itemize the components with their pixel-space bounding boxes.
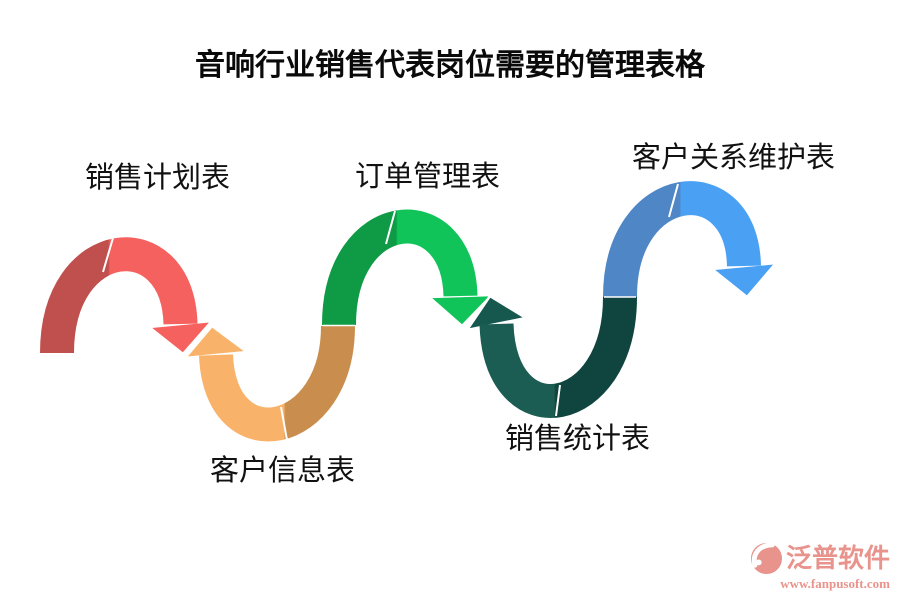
fanpu-logo-icon [750,542,783,575]
arrow-order-management [322,209,496,328]
blue-ribbon [603,181,761,298]
green-ribbon [322,209,478,326]
red-ribbon [40,237,198,354]
label-order-management-table: 订单管理表 [355,159,501,193]
logo-url-text: www.fanpusoft.com [780,576,890,592]
label-customer-info-table: 客户信息表 [210,453,356,487]
arrow-sales-statistics [464,294,637,418]
label-sales-statistics-table: 销售统计表 [505,421,651,455]
fanpu-watermark: 泛普软件 www.fanpusoft.com [750,542,890,592]
arrow-customer-relation [603,181,779,299]
arrow-sales-plan [40,237,216,356]
page-title: 音响行业销售代表岗位需要的管理表格 [195,48,705,83]
logo-brand-text: 泛普软件 [785,543,890,574]
teal-ribbon [479,296,637,418]
label-customer-relation-table: 客户关系维护表 [632,140,836,174]
orange-ribbon [199,325,355,442]
label-sales-plan-table: 销售计划表 [85,160,231,194]
blue-down-arrowhead-icon [708,261,779,299]
ribbon-seams [102,183,679,441]
arrow-customer-info [182,324,355,442]
